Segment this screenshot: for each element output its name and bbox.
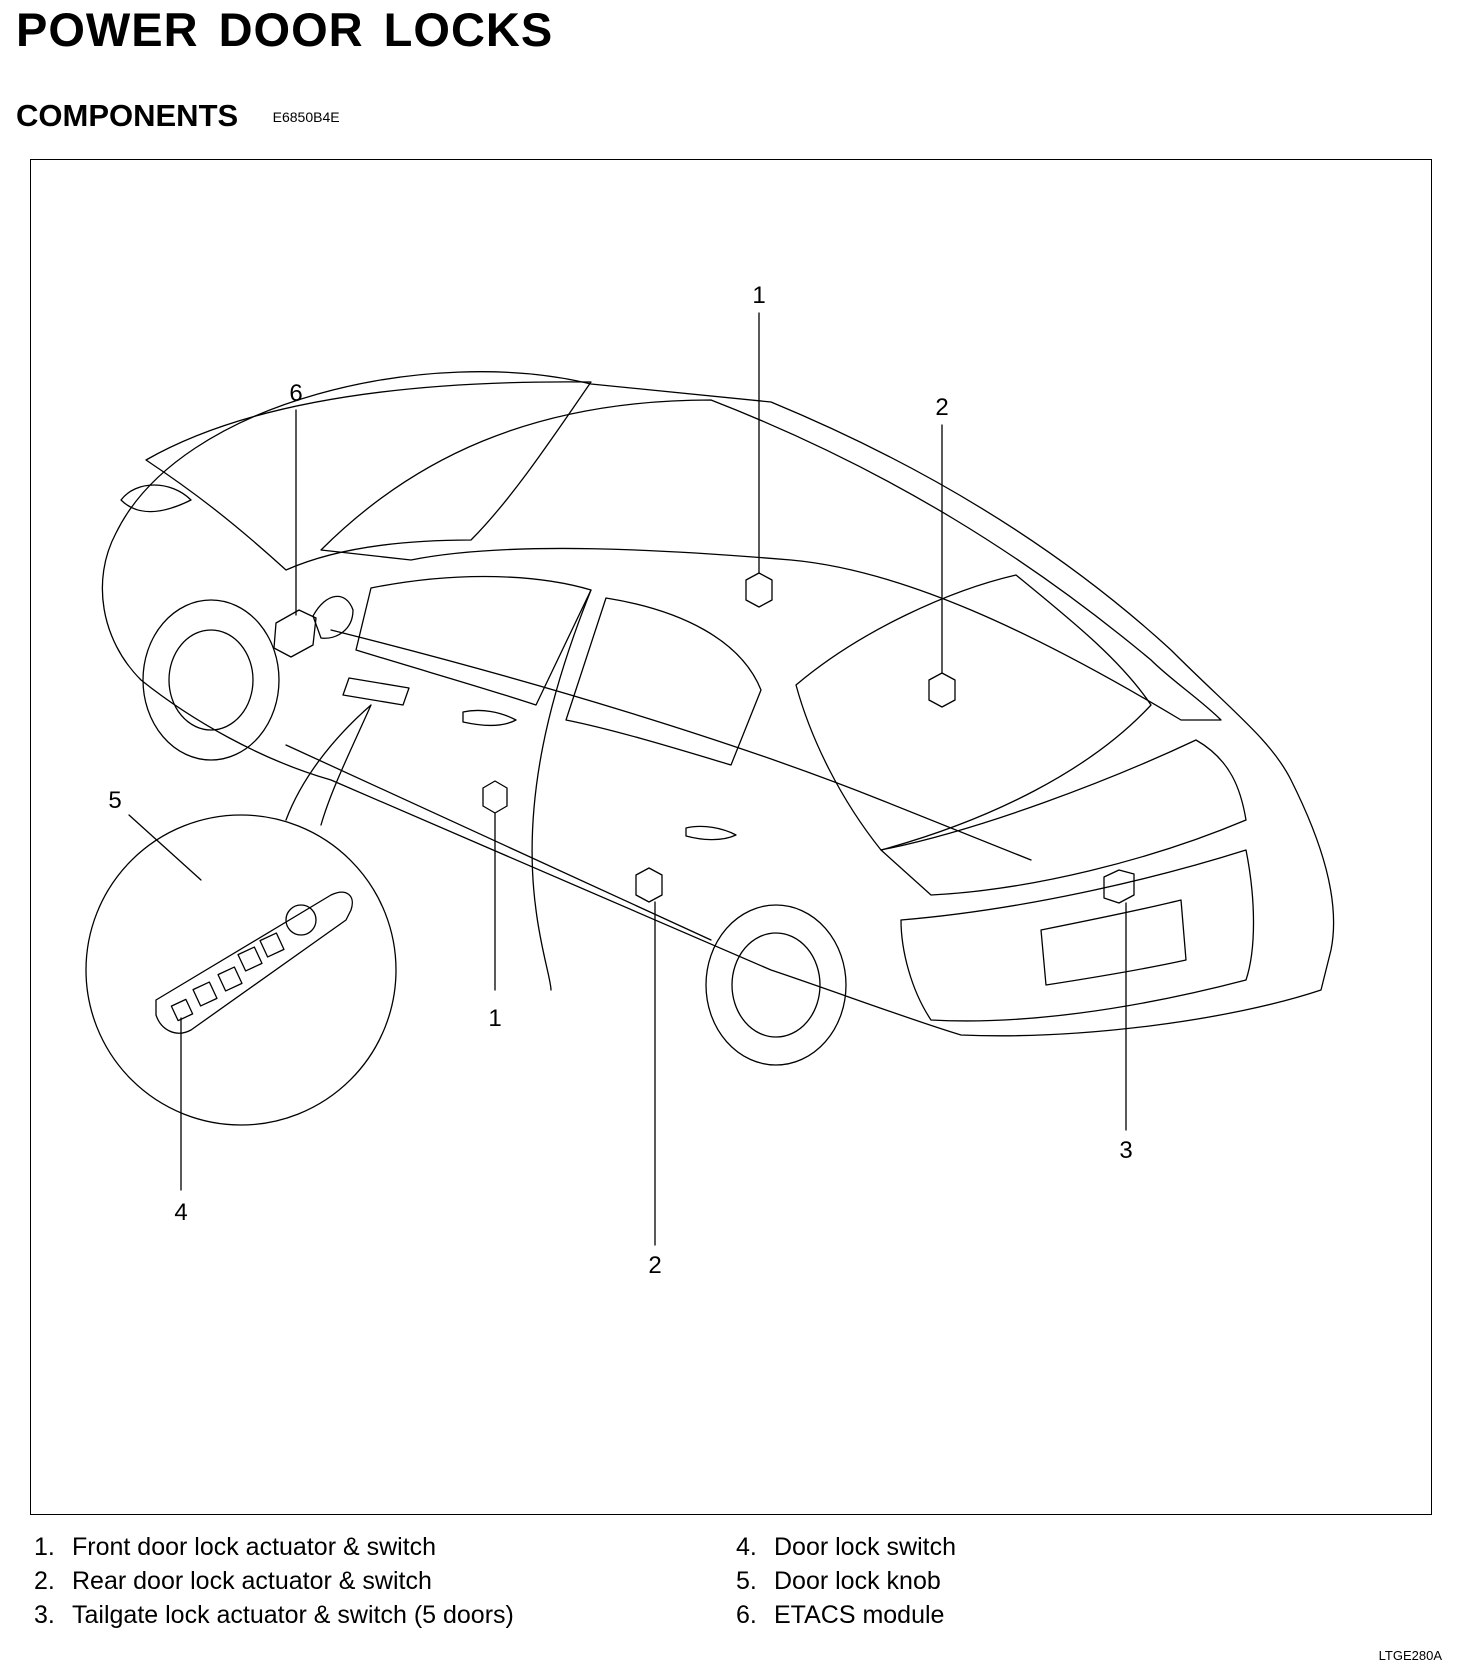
- section-code: E6850B4E: [272, 109, 340, 125]
- rear-door-switch-marker: [635, 867, 663, 903]
- trunk-lid: [880, 739, 1247, 896]
- rear-wheel-hub: [731, 932, 821, 1038]
- legend-item: 3. Tailgate lock actuator & switch (5 doo…: [34, 1598, 514, 1632]
- etacs-module-marker: [273, 609, 317, 658]
- rear-wheel: [705, 904, 847, 1066]
- rear-door-actuator-marker: [928, 672, 956, 708]
- magnifier-leader: [285, 704, 372, 826]
- front-door-switch-marker: [482, 780, 508, 814]
- section-header: COMPONENTS E6850B4E: [16, 98, 340, 134]
- callout-etacs: 6: [289, 380, 302, 407]
- legend-text: ETACS module: [774, 1601, 945, 1629]
- rear-door-handle: [685, 825, 737, 841]
- legend-right-column: 4. Door lock switch 5. Door lock knob 6. ET…: [736, 1530, 956, 1632]
- page-title: POWER DOOR LOCKS: [16, 3, 554, 56]
- windshield: [145, 381, 592, 571]
- callout-front-switch: 1: [488, 1005, 501, 1032]
- legend-number: 5.: [736, 1567, 757, 1595]
- legend-text: Tailgate lock actuator & switch (5 doors…: [72, 1601, 514, 1629]
- legend-number: 1.: [34, 1533, 55, 1561]
- front-side-window: [355, 575, 592, 706]
- window-switch-4: [259, 932, 285, 958]
- door-lock-knob-enlarged: [285, 904, 317, 936]
- legend-text: Rear door lock actuator & switch: [72, 1567, 432, 1595]
- license-plate-area: [1040, 899, 1187, 986]
- section-title: COMPONENTS: [16, 98, 239, 133]
- rear-side-window: [565, 597, 762, 766]
- leader-knob: [128, 814, 202, 881]
- callout-rear-actuator: 2: [935, 394, 948, 421]
- window-switch-2: [217, 966, 243, 992]
- car-roof: [320, 399, 1222, 721]
- front-door-actuator-marker: [745, 572, 773, 608]
- switch-panel-enlarged: [155, 891, 353, 1034]
- callout-front-actuator: 1: [752, 282, 765, 309]
- door-lock-switch-enlarged: [170, 998, 194, 1022]
- callout-lock-switch: 4: [174, 1199, 187, 1226]
- car-body-outline: [101, 371, 1335, 1037]
- legend-text: Door lock knob: [774, 1567, 941, 1595]
- callout-tailgate: 3: [1119, 1137, 1132, 1164]
- door-seam: [531, 589, 592, 991]
- front-wheel: [142, 599, 280, 761]
- callout-rear-switch: 2: [648, 1252, 661, 1279]
- window-switch-3: [237, 946, 263, 972]
- legend-number: 3.: [34, 1601, 55, 1629]
- window-switch-1: [192, 981, 218, 1007]
- car-illustration: 1 2 6 5 1 3 4 2: [85, 282, 1335, 1279]
- legend-item: 4. Door lock switch: [736, 1530, 956, 1564]
- legend-text: Front door lock actuator & switch: [72, 1533, 437, 1561]
- figure-id: LTGE280A: [1378, 1648, 1442, 1663]
- belt-line: [330, 629, 1032, 861]
- legend-item: 2. Rear door lock actuator & switch: [34, 1564, 514, 1598]
- rear-bumper: [900, 849, 1255, 1022]
- rocker-sill: [285, 744, 712, 941]
- magnifier-circle: [85, 814, 397, 1126]
- callout-knob: 5: [108, 787, 121, 814]
- legend-text: Door lock switch: [774, 1533, 956, 1561]
- legend-number: 6.: [736, 1601, 757, 1629]
- side-mirror: [312, 595, 354, 639]
- front-wheel-hub: [168, 629, 254, 731]
- legend-number: 4.: [736, 1533, 757, 1561]
- legend-left-column: 1. Front door lock actuator & switch 2. Re…: [34, 1530, 514, 1632]
- legend-number: 2.: [34, 1567, 55, 1595]
- legend-item: 6. ETACS module: [736, 1598, 956, 1632]
- front-door-handle: [462, 709, 517, 727]
- door-switch-panel: [342, 677, 410, 706]
- rear-window: [795, 574, 1152, 851]
- headlight: [120, 484, 192, 513]
- legend-item: 1. Front door lock actuator & switch: [34, 1530, 514, 1564]
- legend-item: 5. Door lock knob: [736, 1564, 956, 1598]
- tailgate-actuator-marker: [1103, 869, 1135, 904]
- components-diagram: 1 2 6 5 1 3 4 2: [30, 159, 1432, 1515]
